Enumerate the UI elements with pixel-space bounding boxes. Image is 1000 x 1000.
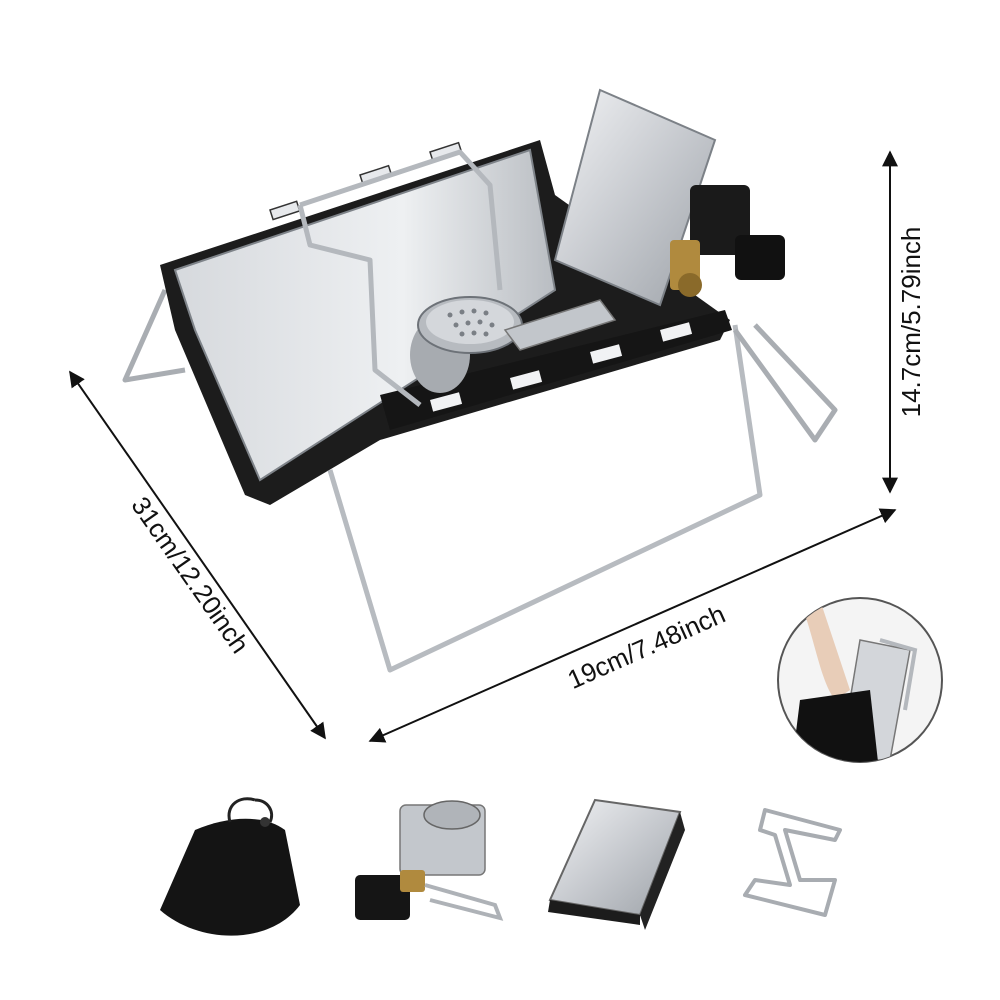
front-rail <box>380 310 732 430</box>
gas-regulator <box>670 185 785 297</box>
width-label: 19cm/7.48inch <box>563 599 730 695</box>
burner-valve-icon <box>355 800 504 921</box>
storage-bag-icon <box>160 797 300 936</box>
top-wire-handle <box>297 149 503 407</box>
burner <box>410 296 617 393</box>
right-wire-leg <box>732 323 838 443</box>
folded-windscreen-icon <box>548 798 685 930</box>
length-label: 31cm/12.20inch <box>125 491 255 659</box>
wire-stand-icon <box>743 808 842 917</box>
height-label: 14.7cm/5.79inch <box>896 227 926 418</box>
dimension-arrows <box>69 150 898 743</box>
hand-bag-inset-icon <box>777 597 943 763</box>
accessories-row <box>160 797 842 936</box>
length-arrow <box>69 370 326 740</box>
width-arrow <box>368 508 897 743</box>
